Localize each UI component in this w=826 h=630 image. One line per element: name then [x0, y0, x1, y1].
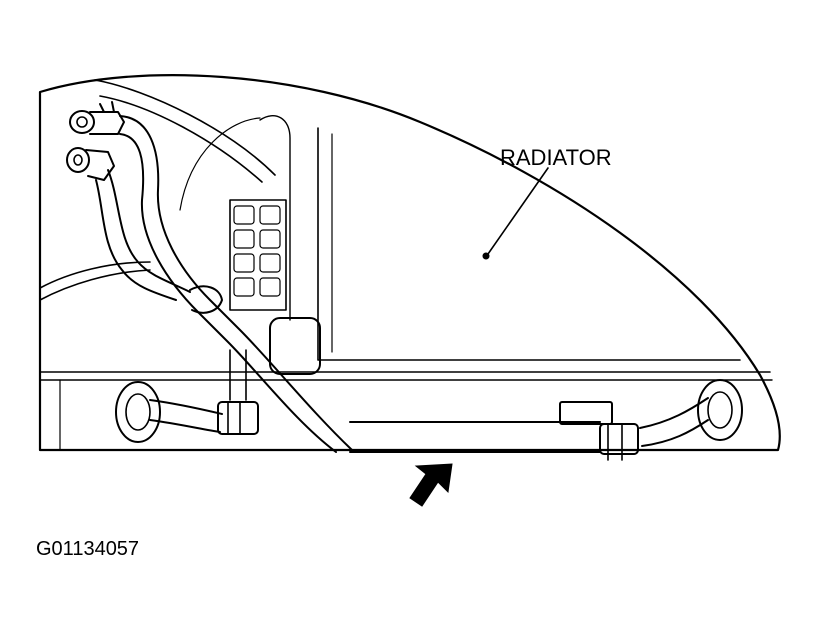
- leader-dot: [482, 252, 490, 260]
- figure-id-label: G01134057: [36, 538, 139, 560]
- radiator-body: [38, 74, 781, 452]
- shroud-grid: [229, 199, 287, 311]
- radiator-leader: [482, 167, 549, 260]
- radiator-label: RADIATOR: [500, 145, 612, 170]
- mount-bushings: [115, 379, 743, 447]
- indicator-arrow: [409, 463, 453, 507]
- fan-shroud: [39, 79, 291, 321]
- clamps: [217, 317, 639, 461]
- upper-fittings: [66, 101, 125, 181]
- hose-tubes: [95, 115, 601, 453]
